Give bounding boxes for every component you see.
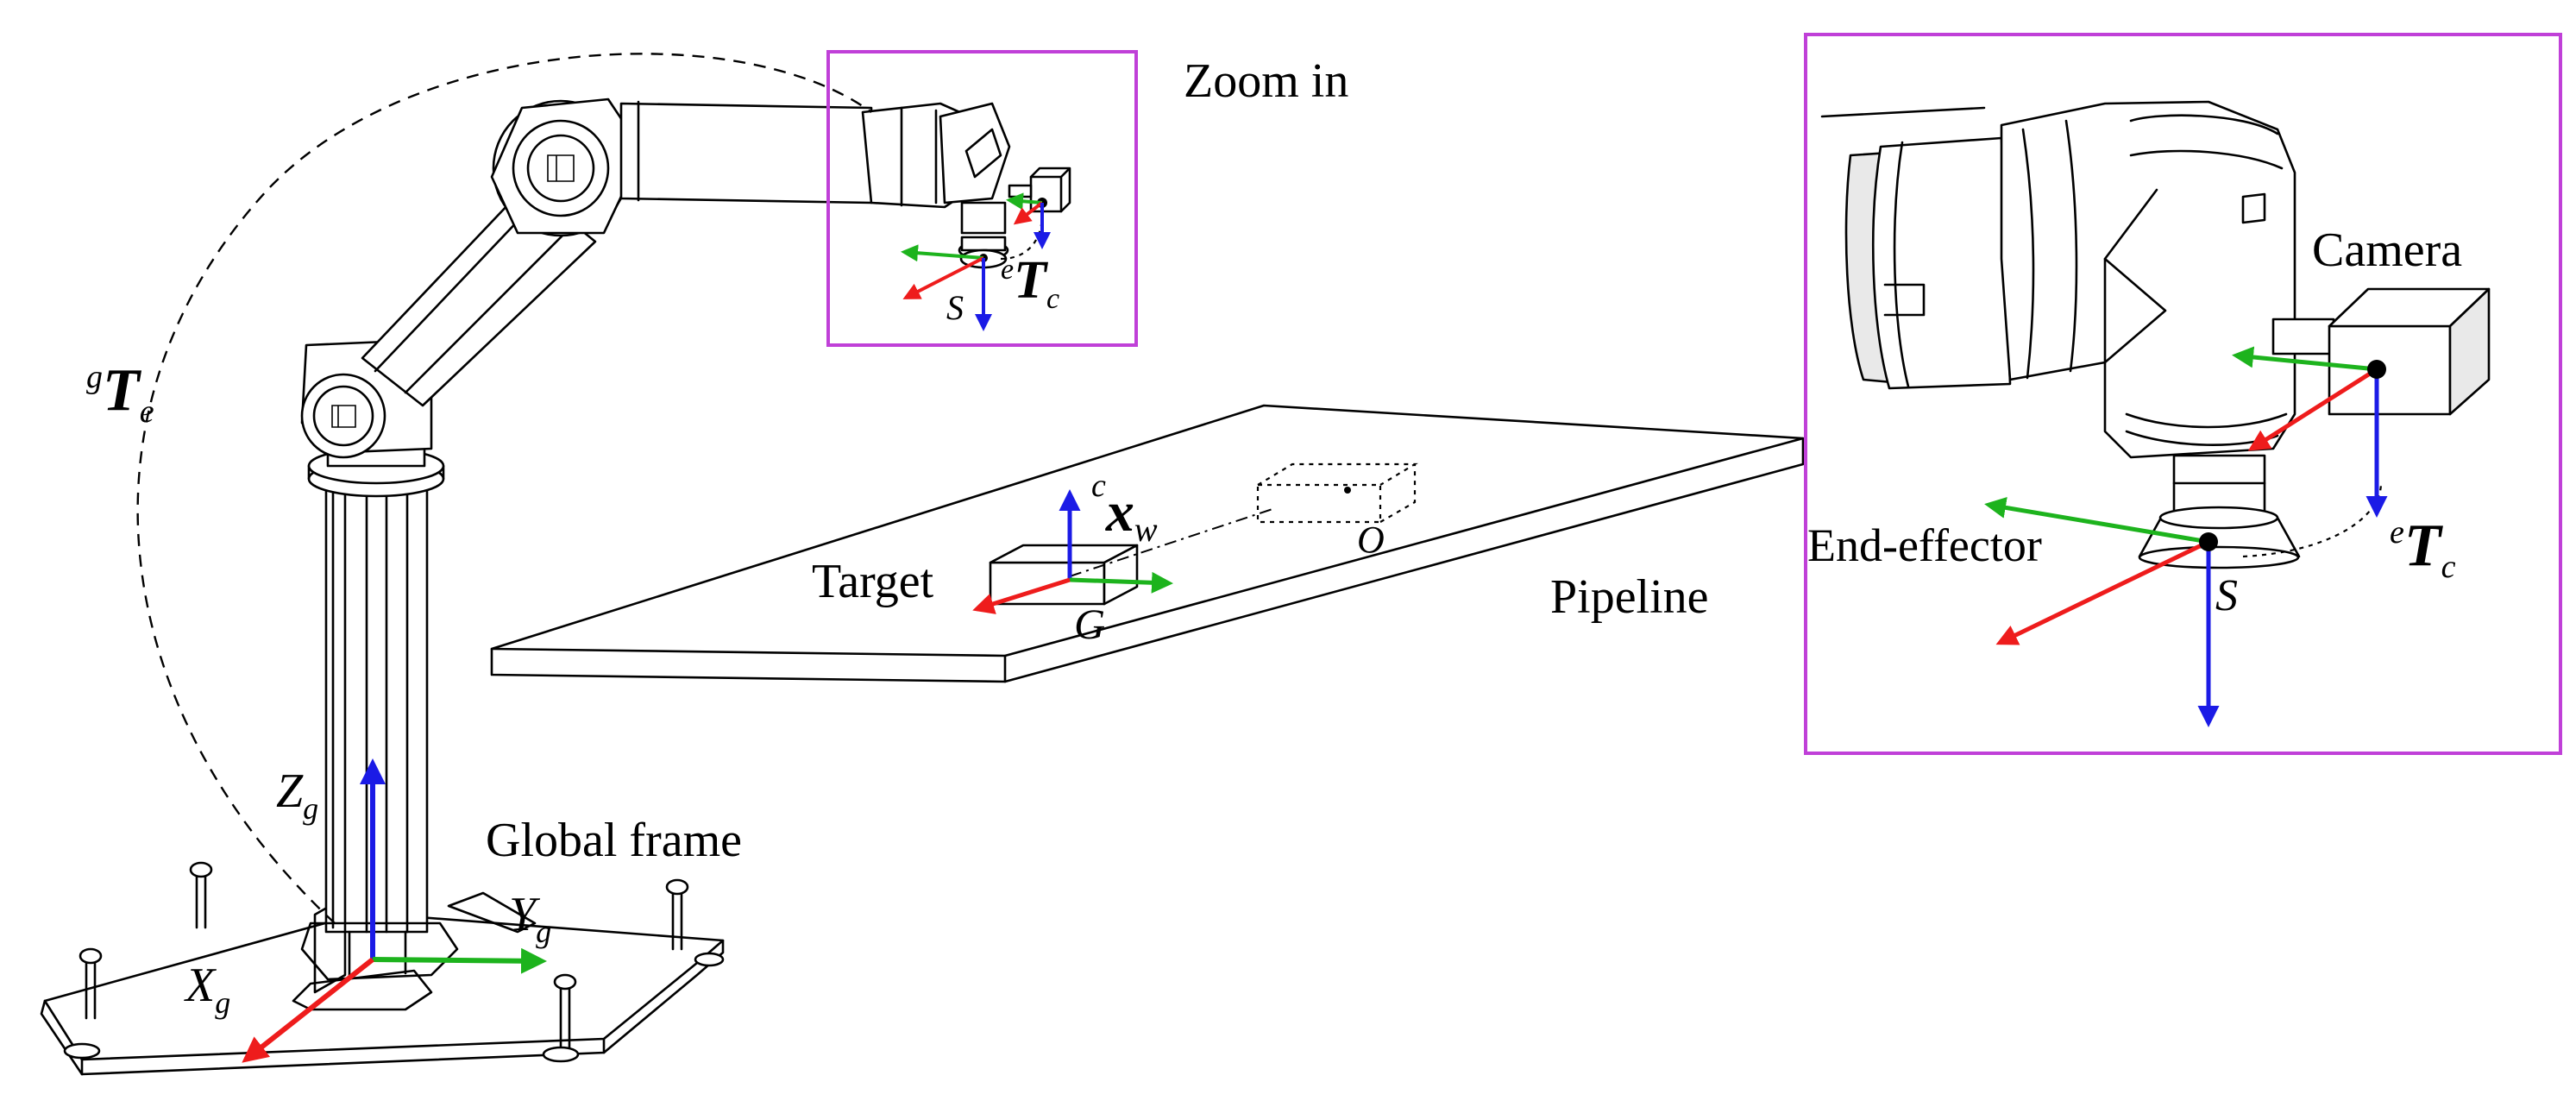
g-label: G xyxy=(1074,600,1105,648)
predicted-box xyxy=(1256,462,1418,524)
cxw-label: cxw xyxy=(1091,468,1158,549)
zg-label: Zg xyxy=(276,764,318,826)
robot-arm xyxy=(300,97,1011,459)
camera-label: Camera xyxy=(2312,223,2462,277)
zoom-detail-panel xyxy=(1804,33,2562,755)
target-box xyxy=(989,544,1139,606)
o-label: O xyxy=(1357,519,1385,561)
etc-label-large: eTc xyxy=(2390,513,2456,585)
gTe-transform-arc xyxy=(136,53,872,924)
target-trajectory xyxy=(1069,508,1273,577)
global-frame-label: Global frame xyxy=(486,814,742,867)
s-label-large: S xyxy=(2215,571,2238,620)
zoom-in-label: Zoom in xyxy=(1184,54,1348,108)
gte-label: gTe xyxy=(86,357,154,430)
robot-pillar xyxy=(300,447,459,981)
robot-base-plate xyxy=(40,861,725,1076)
xg-label: Xg xyxy=(184,959,230,1020)
target-label: Target xyxy=(812,555,934,608)
pipeline-label: Pipeline xyxy=(1550,570,1709,624)
plate-bolts xyxy=(63,861,725,1063)
s-label-small: S xyxy=(946,288,964,327)
end-effector-label: End-effector xyxy=(1807,519,2042,571)
yg-label: Yg xyxy=(509,888,551,949)
etc-label-small: eTc xyxy=(1001,251,1059,315)
pipeline-slab xyxy=(490,404,1805,683)
zoom-in-box: S eTc xyxy=(826,50,1138,347)
